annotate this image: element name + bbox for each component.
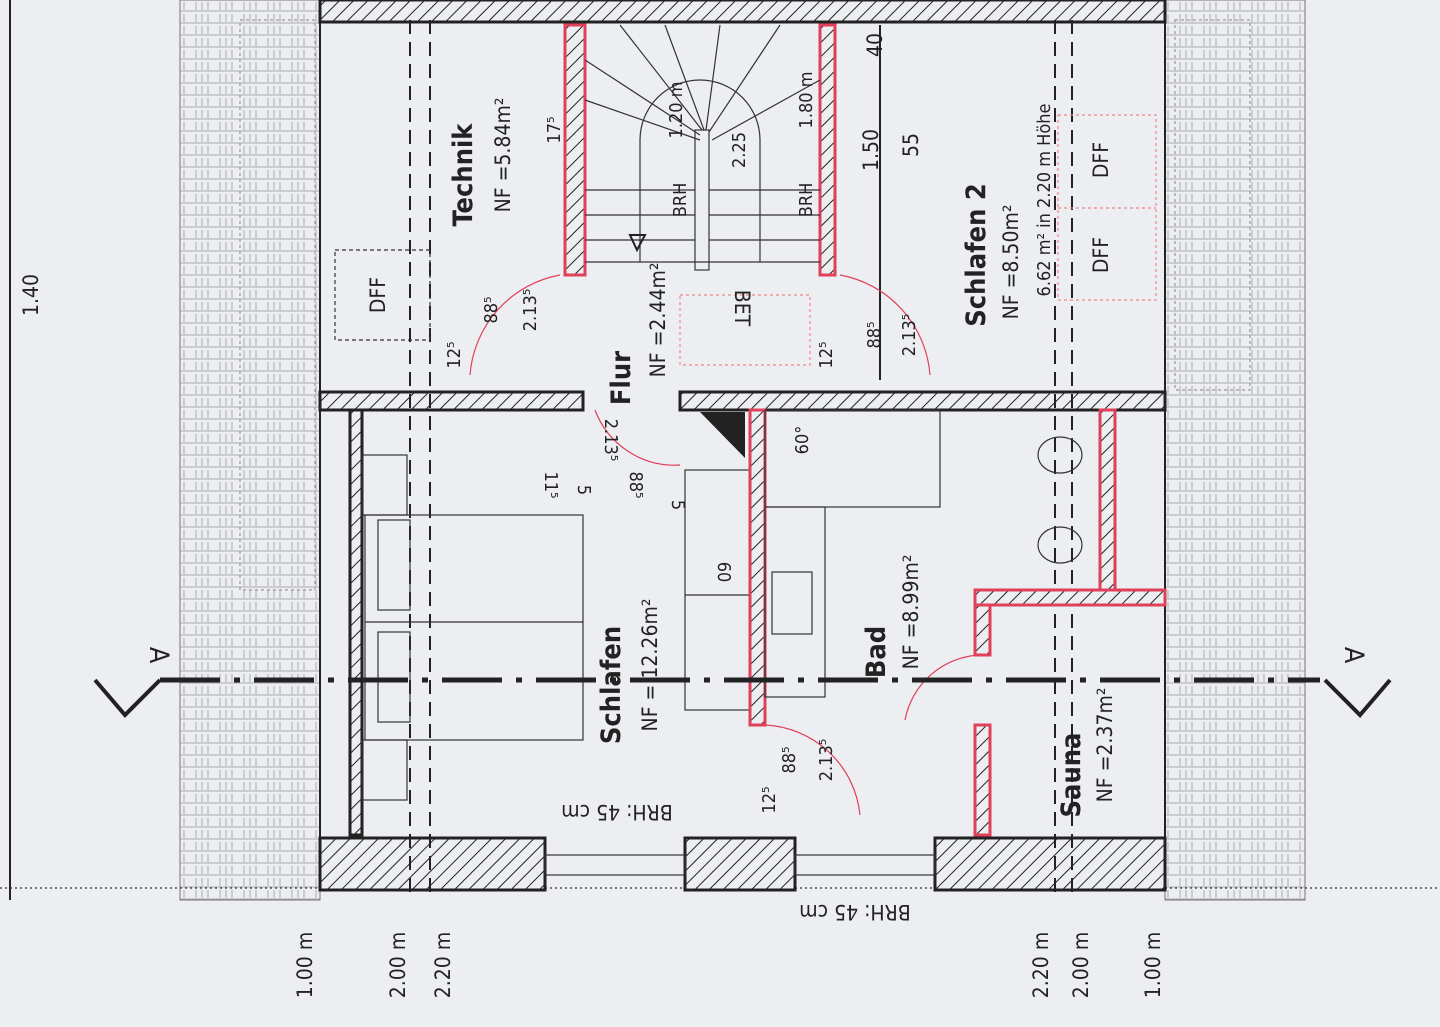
height-label: 2.00 m bbox=[1069, 932, 1093, 998]
stair-dim: 1.80 m bbox=[796, 72, 817, 129]
section-arrow-left bbox=[93, 678, 162, 718]
dff-label: DFF bbox=[366, 277, 390, 313]
roof-strip-right bbox=[1164, 0, 1306, 901]
dff-label: DFF bbox=[1089, 237, 1113, 273]
roof-outline bbox=[239, 19, 316, 591]
room-name-schlafen-2: Schlafen 2 bbox=[961, 183, 992, 327]
dim: 17⁵ bbox=[544, 116, 565, 143]
roof-strip-left bbox=[179, 0, 321, 901]
room-name-technik: Technik bbox=[448, 123, 479, 227]
room-area-sauna: NF =2.37m² bbox=[1093, 688, 1117, 803]
roof-window bbox=[334, 249, 431, 341]
room-area-schlafen: NF = 12.26m² bbox=[638, 599, 662, 732]
height-label: 2.20 m bbox=[431, 932, 455, 998]
room-name-flur: Flur bbox=[606, 351, 637, 405]
sink bbox=[771, 571, 813, 635]
sauna-wall bbox=[973, 603, 992, 657]
sauna-wall bbox=[973, 588, 1167, 607]
stair-dim: 2.25 bbox=[729, 132, 750, 168]
dimension-1-40: 1.40 bbox=[19, 274, 43, 316]
bed bbox=[361, 454, 584, 801]
wall-bottom bbox=[933, 836, 1167, 892]
dim-55: 55 bbox=[899, 133, 923, 157]
room-area-bad: NF =8.99m² bbox=[899, 555, 923, 670]
brh-45-label: BRH: 45 cm bbox=[799, 900, 911, 924]
brh-45-label: BRH: 45 cm bbox=[561, 800, 673, 824]
brh-label: BRH bbox=[670, 183, 691, 218]
bet-label: BET bbox=[730, 290, 754, 327]
dim: 88⁵ bbox=[864, 321, 885, 348]
staircase bbox=[584, 24, 821, 271]
dim: 2.13⁵ bbox=[899, 314, 920, 357]
dim-40: 40 bbox=[863, 33, 887, 57]
dim-60: 60 bbox=[713, 562, 734, 583]
height-label: 1.00 m bbox=[293, 932, 317, 998]
wall-top bbox=[318, 0, 1167, 24]
brh-label: BRH bbox=[796, 183, 817, 218]
wardrobe bbox=[684, 469, 751, 711]
room-area-schlafen-2: NF =8.50m² bbox=[999, 205, 1023, 320]
wall-bottom bbox=[683, 836, 797, 892]
dim: 5 bbox=[667, 500, 688, 510]
window bbox=[544, 854, 686, 876]
dim: 5 bbox=[573, 485, 594, 495]
room-area-technik: NF =5.84m² bbox=[491, 98, 515, 213]
dim: 12⁵ bbox=[444, 341, 465, 368]
stair-dim: 1.20 m bbox=[666, 82, 687, 139]
room-name-sauna: Sauna bbox=[1056, 733, 1087, 818]
bath-wall bbox=[1098, 408, 1117, 592]
dim: 12⁵ bbox=[759, 786, 780, 813]
height-label: 1.00 m bbox=[1141, 932, 1165, 998]
shower bbox=[764, 409, 941, 508]
dim: 88⁵ bbox=[779, 746, 800, 773]
dff-label: DFF bbox=[1089, 142, 1113, 178]
bidet bbox=[1037, 526, 1083, 564]
room-name-schlafen: Schlafen bbox=[596, 626, 627, 744]
section-label: A bbox=[143, 647, 174, 664]
door-swing bbox=[904, 654, 981, 721]
stair-wall bbox=[563, 23, 587, 277]
dim: 88⁵ bbox=[481, 296, 502, 323]
wall-interior bbox=[318, 390, 585, 412]
dim: 2.13⁵ bbox=[816, 739, 837, 782]
height-label: 2.20 m bbox=[1029, 932, 1053, 998]
section-label: A bbox=[1338, 647, 1369, 664]
section-arrow-right bbox=[1323, 678, 1392, 718]
bed-outline bbox=[679, 294, 811, 366]
roof-outline bbox=[1174, 19, 1251, 391]
room-name-bad: Bad bbox=[861, 626, 892, 678]
height-label: 2.00 m bbox=[386, 932, 410, 998]
sauna-wall bbox=[973, 723, 992, 837]
bathtub bbox=[764, 506, 826, 698]
room-note-schlafen-2: 6.62 m² in 2.20 m Höhe bbox=[1034, 104, 1055, 297]
dim-60-deg: 60° bbox=[792, 426, 813, 455]
window bbox=[794, 854, 936, 876]
wall-bottom bbox=[318, 836, 547, 892]
wall-interior bbox=[678, 390, 1167, 412]
room-area-flur: NF =2.44m² bbox=[646, 263, 670, 378]
roof-window bbox=[1057, 114, 1157, 301]
door-swing bbox=[839, 274, 931, 376]
dim: 2.13⁵ bbox=[600, 419, 621, 462]
door-swing bbox=[764, 724, 861, 816]
stair-wall bbox=[818, 23, 837, 277]
wall-interior bbox=[348, 408, 364, 837]
dim: 12⁵ bbox=[816, 341, 837, 368]
dim-1-50: 1.50 bbox=[859, 129, 883, 171]
shaft bbox=[700, 412, 745, 458]
dim: 88⁵ bbox=[625, 471, 646, 498]
dim: 2.13⁵ bbox=[520, 289, 541, 332]
toilet bbox=[1037, 436, 1083, 474]
door-swing bbox=[594, 409, 681, 466]
door-swing bbox=[469, 274, 561, 376]
dim: 11⁵ bbox=[540, 471, 561, 498]
